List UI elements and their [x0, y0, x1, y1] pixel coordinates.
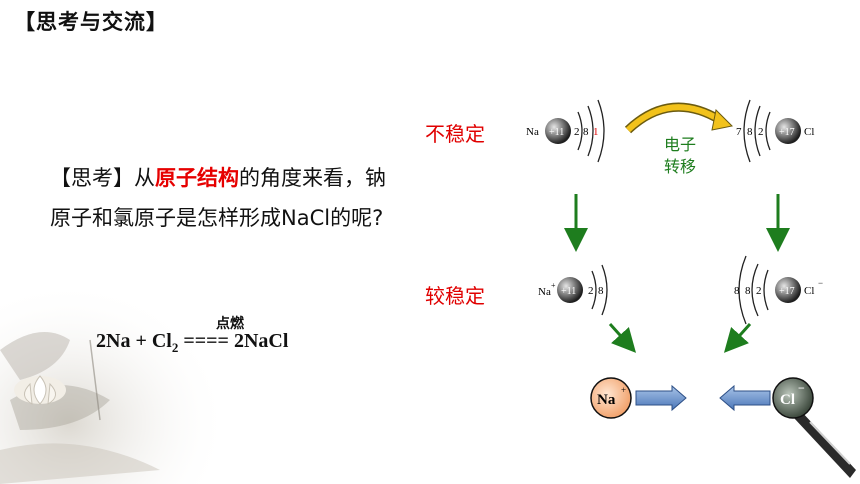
atom-structure-diagram: Na +11 2 8 1 7 8 2 +17 Cl Na + +11 2 — [526, 99, 823, 419]
cl-atom-nucleus-charge: +17 — [779, 127, 795, 138]
electron-transfer-arrow — [624, 102, 734, 134]
na-diagonal-arrow — [608, 322, 637, 353]
cl-ion-nucleus — [775, 277, 801, 303]
na-ball-charge: + — [621, 385, 626, 395]
stable-label: 较稳定 — [425, 284, 485, 308]
sodium-ion-ball: Na + — [590, 377, 632, 419]
cl-atom-shell-3: 2 — [758, 126, 764, 138]
cl-diagonal-arrow — [723, 322, 752, 353]
question-text: 【思考】从原子结构的角度来看，钠原子和氯原子是怎样形成NaCl的呢? — [50, 158, 390, 238]
sodium-atom: Na +11 2 8 1 — [526, 99, 605, 163]
cl-ion-nucleus-charge: +17 — [779, 286, 795, 297]
na-atom-symbol: Na — [526, 126, 539, 138]
cl-ion-shell-3: 2 — [756, 285, 762, 297]
lotus-ink-decoration — [0, 280, 230, 484]
electron-transfer-line-1: 电子 — [663, 135, 696, 154]
na-atom-shell-2: 8 — [583, 126, 589, 138]
na-atom-shell-3: 1 — [593, 126, 599, 138]
na-ion-nucleus-charge: +11 — [561, 286, 576, 297]
na-ion-shell-2: 8 — [598, 285, 604, 297]
cl-atom-symbol: Cl — [804, 126, 814, 138]
cl-atom-shell-2: 8 — [747, 126, 753, 138]
na-ion-charge: + — [551, 281, 556, 290]
chloride-ion-structure: 8 8 2 +17 Cl − — [734, 255, 823, 325]
cl-ion-shell-1: 8 — [734, 285, 740, 297]
question-highlight: 原子结构 — [155, 166, 239, 190]
na-ion-nucleus — [557, 277, 583, 303]
cl-ion-charge: − — [818, 278, 823, 288]
equation-reactants: 2Na + Cl — [96, 330, 172, 352]
na-atom-nucleus-charge: +11 — [549, 127, 564, 138]
cl-ball-charge: − — [798, 381, 805, 395]
electron-transfer-line-2: 转移 — [663, 157, 696, 176]
na-ion-symbol: Na — [538, 286, 551, 298]
na-atom-shell-1: 2 — [574, 126, 580, 138]
cl-attraction-arrow — [719, 384, 771, 412]
page-title: 【思考与交流】 — [14, 10, 168, 34]
reaction-condition: 点燃 — [216, 316, 244, 332]
cl-ion-shell-2: 8 — [745, 285, 751, 297]
na-ion-shell-1: 2 — [588, 285, 594, 297]
cl-ion-symbol: Cl — [804, 285, 814, 297]
cl-ball-symbol: Cl — [780, 392, 795, 408]
chemical-equation: 2Na + Cl2 ==== 2NaCl — [96, 330, 288, 356]
equation-product: 2NaCl — [233, 330, 289, 352]
chlorine-atom: 7 8 2 +17 Cl — [736, 99, 814, 163]
unstable-label: 不稳定 — [425, 122, 485, 146]
sodium-ion-structure: Na + +11 2 8 — [538, 264, 608, 316]
cl-atom-shell-1: 7 — [736, 126, 742, 138]
cl-atom-nucleus — [775, 118, 801, 144]
na-atom-nucleus — [545, 118, 571, 144]
equation-arrow: ==== — [178, 330, 234, 352]
question-suffix: 的角度来看，钠原子和氯原子是怎样形成NaCl的呢? — [50, 166, 386, 230]
equation-subscript: 2 — [171, 340, 179, 355]
question-prefix: 【思考】从 — [50, 166, 155, 190]
na-attraction-arrow — [635, 384, 687, 412]
chloride-ion-ball: Cl − — [772, 377, 814, 419]
electron-transfer-label: 电子 转移 — [652, 134, 708, 178]
na-ball-symbol: Na — [597, 392, 616, 408]
